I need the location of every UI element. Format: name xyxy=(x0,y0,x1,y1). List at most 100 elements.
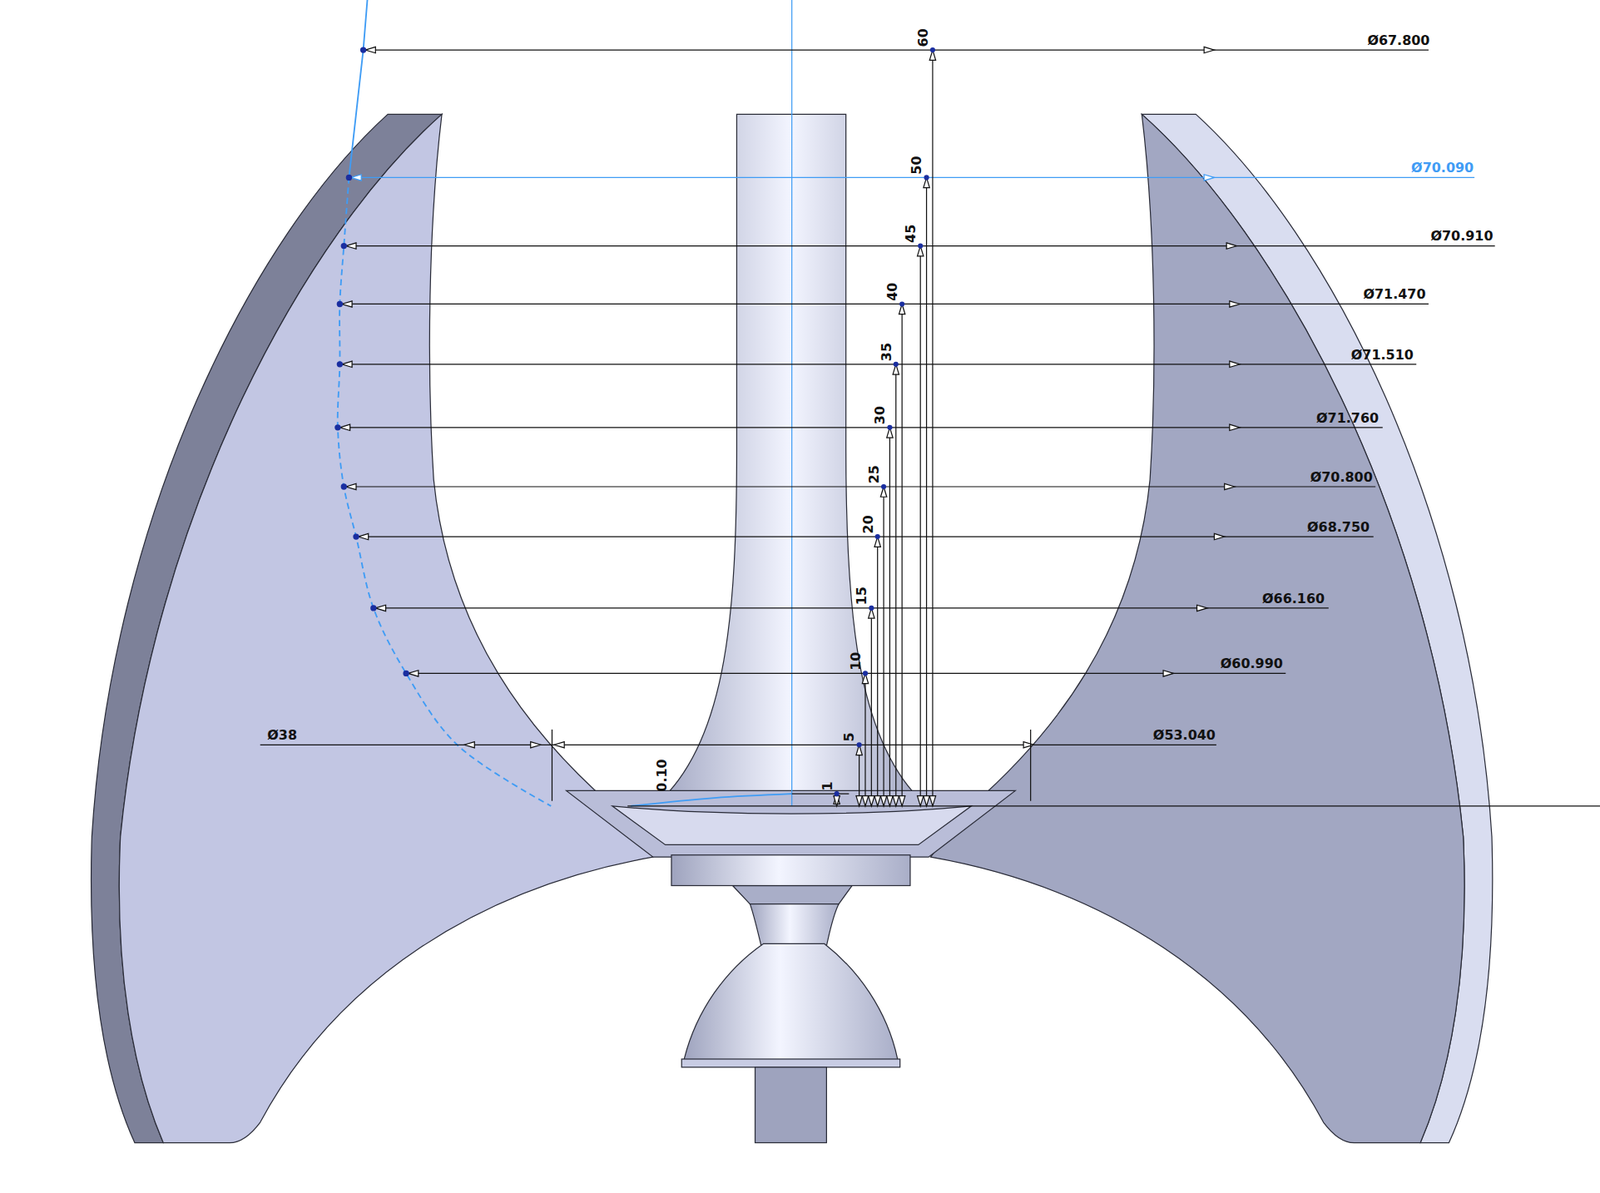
blade-face xyxy=(930,113,1465,1143)
arrowhead xyxy=(554,742,565,748)
arrowhead xyxy=(856,796,862,807)
dimension-line xyxy=(901,303,903,806)
dimension-line xyxy=(871,608,872,807)
diameter-dimension: Ø60.990 xyxy=(1220,656,1283,672)
arrowhead xyxy=(898,796,905,807)
dimension-line xyxy=(348,177,1475,179)
arrowhead xyxy=(341,301,352,308)
cup-lip xyxy=(566,790,1016,857)
dimension-line xyxy=(339,363,1417,365)
diameter-dimension: Ø70.910 xyxy=(1430,228,1493,244)
arrowhead xyxy=(375,604,386,611)
height-dimension: 35 xyxy=(878,342,894,362)
sketch-point xyxy=(862,670,868,676)
sketch-point xyxy=(352,533,359,540)
height-dimension: 0.10 xyxy=(653,758,669,792)
sketch-point xyxy=(336,361,343,367)
dimension-line xyxy=(339,303,1429,305)
arrowhead xyxy=(929,796,936,807)
neck xyxy=(733,886,853,905)
height-dimension: 40 xyxy=(884,282,900,302)
diameter-dimension: Ø70.090 xyxy=(1411,160,1474,176)
arrowhead xyxy=(1229,361,1240,367)
profile-spline xyxy=(348,0,367,178)
dimension-line xyxy=(373,607,1329,609)
diameter-dimension: Ø71.760 xyxy=(1316,410,1379,426)
dimension-line xyxy=(926,177,927,806)
diameter-dimension: Ø67.800 xyxy=(1367,32,1430,48)
arrowhead xyxy=(357,533,368,540)
extension-line xyxy=(551,729,553,802)
height-dimension: 60 xyxy=(915,28,931,47)
diameter-dimension: Ø53.040 xyxy=(1153,727,1216,743)
arrowhead xyxy=(874,796,881,807)
dimension-line xyxy=(337,426,1383,428)
arrowhead xyxy=(1229,424,1240,431)
arrowhead xyxy=(833,796,840,807)
arrowhead xyxy=(346,242,357,249)
height-dimension: 10 xyxy=(847,652,863,671)
arrowhead xyxy=(1203,174,1214,181)
height-dimension: 50 xyxy=(909,156,925,175)
sketch-point xyxy=(341,242,347,249)
cup-inner xyxy=(612,806,972,846)
dimension-line xyxy=(864,673,866,806)
height-dimension: 20 xyxy=(860,515,876,534)
sketch-point xyxy=(360,46,367,53)
diameter-dimension: Ø66.160 xyxy=(1262,590,1325,606)
arrowhead xyxy=(1163,670,1174,677)
height-dimension: 45 xyxy=(902,224,918,243)
diameter-dimension: Ø68.750 xyxy=(1307,519,1370,535)
height-dimension: 1 xyxy=(819,781,835,791)
bell xyxy=(683,943,899,1061)
dimensions xyxy=(260,46,1496,806)
level-line xyxy=(792,793,850,795)
dimension-line xyxy=(931,49,933,807)
sketch-point xyxy=(370,604,377,611)
dimension-line xyxy=(876,536,878,807)
dimension-line xyxy=(889,427,891,807)
sketch-point xyxy=(834,791,840,797)
dimension-line xyxy=(920,246,922,807)
base-spline xyxy=(630,793,793,807)
arrowhead xyxy=(1229,301,1240,308)
sketch-point xyxy=(868,605,874,611)
arrowhead xyxy=(1197,604,1208,611)
arrowhead xyxy=(923,796,930,807)
arrowhead xyxy=(917,796,924,807)
center-line xyxy=(791,0,793,807)
sketch-point xyxy=(346,174,352,181)
arrowhead xyxy=(530,742,541,748)
sketch-point xyxy=(336,301,343,308)
blade-face xyxy=(118,113,654,1143)
dimension-line xyxy=(260,744,553,746)
center-post xyxy=(663,113,919,798)
dimension-line xyxy=(882,486,884,807)
sketch-point xyxy=(899,301,905,307)
arrowhead xyxy=(341,361,352,367)
arrowhead xyxy=(1226,242,1237,249)
extension-line xyxy=(1030,729,1031,802)
sketch-point xyxy=(875,534,881,540)
arrowhead xyxy=(868,796,875,807)
hub xyxy=(671,855,911,887)
sketch-point xyxy=(886,425,892,431)
diameter-dimension: Ø70.800 xyxy=(1310,469,1373,485)
arrowhead xyxy=(1213,533,1224,540)
sketch-point xyxy=(917,242,923,248)
sketch-point xyxy=(341,483,347,490)
height-dimension: 5 xyxy=(842,732,857,742)
sketch-point xyxy=(881,484,887,490)
bell-rim xyxy=(681,1059,900,1068)
arrowhead xyxy=(861,796,868,807)
diameter-dimension: Ø71.510 xyxy=(1351,346,1414,362)
arrowhead xyxy=(408,670,419,677)
sketch-geometry xyxy=(337,0,1600,807)
diameter-dimension: Ø38 xyxy=(267,727,298,743)
arrowhead xyxy=(464,742,475,748)
arrowhead xyxy=(351,174,362,181)
arrowhead xyxy=(892,796,899,807)
height-dimension: 25 xyxy=(866,465,882,484)
arrowhead xyxy=(1023,742,1034,748)
